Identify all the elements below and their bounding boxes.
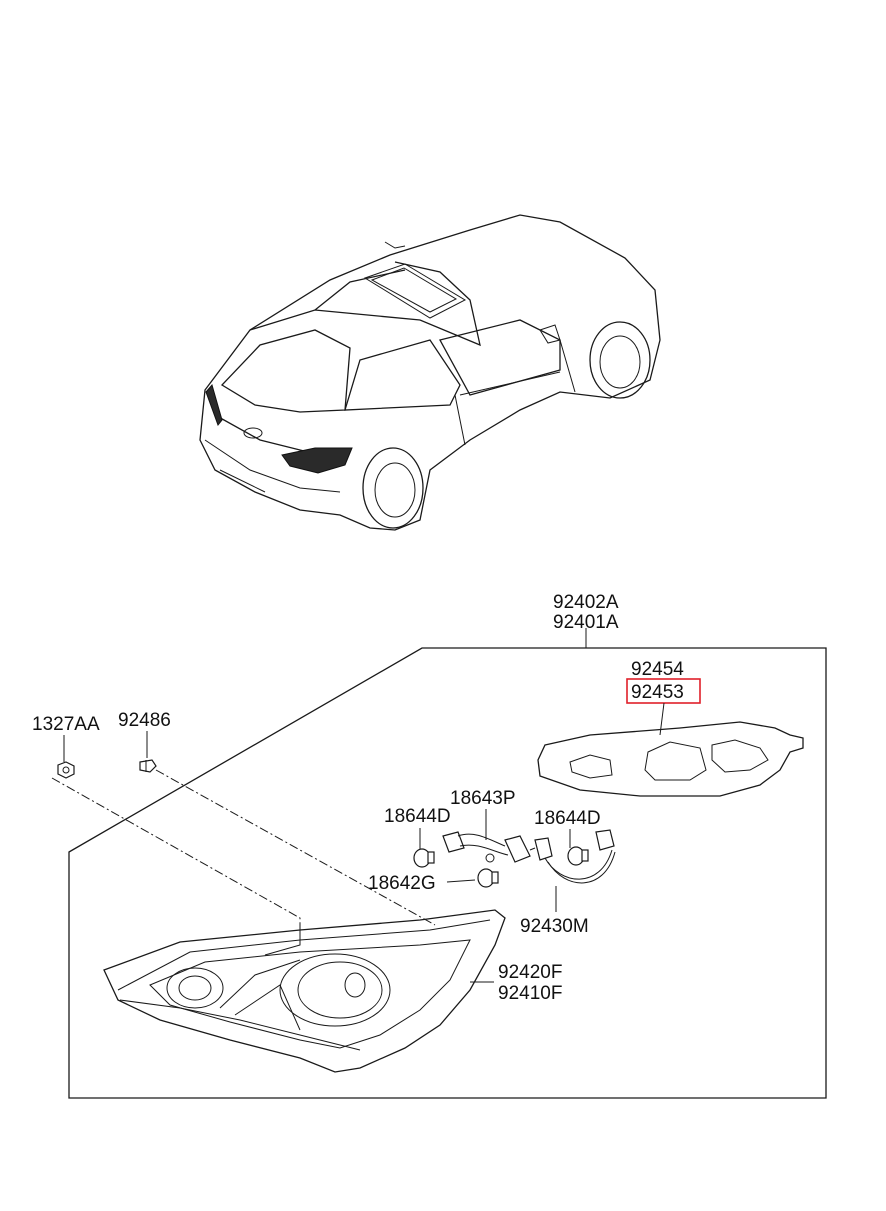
label-92410F: 92410F bbox=[498, 983, 562, 1004]
label-1327AA: 1327AA bbox=[32, 714, 100, 735]
hex-nut-icon bbox=[57, 761, 75, 779]
label-18644D-left: 18644D bbox=[384, 806, 451, 827]
label-18644D-right: 18644D bbox=[534, 808, 601, 829]
tail-lamp-right-icon bbox=[281, 447, 353, 474]
wiring-harness-icon bbox=[442, 829, 616, 884]
label-92486: 92486 bbox=[118, 710, 171, 731]
label-92401A: 92401A bbox=[553, 612, 619, 633]
label-92402A: 92402A bbox=[553, 592, 619, 613]
car-rear-three-quarter-icon bbox=[199, 214, 661, 531]
label-18642G: 18642G bbox=[368, 873, 436, 894]
assembly-frame bbox=[68, 647, 827, 1099]
label-92454: 92454 bbox=[631, 659, 684, 680]
bulb-icon bbox=[413, 846, 589, 888]
tail-lamp-icon bbox=[103, 909, 506, 1073]
label-92453: 92453 bbox=[631, 682, 684, 703]
label-92430M: 92430M bbox=[520, 916, 589, 937]
gasket-icon bbox=[537, 721, 804, 797]
bulb-small-leader bbox=[446, 879, 476, 883]
nut-alignment-line bbox=[51, 777, 301, 925]
clip-alignment-line bbox=[155, 769, 436, 926]
label-18643P: 18643P bbox=[450, 788, 516, 809]
gasket-leader bbox=[659, 702, 665, 736]
tail-lamp-left-icon bbox=[205, 383, 223, 427]
clip-icon bbox=[139, 759, 157, 773]
label-92420F: 92420F bbox=[498, 962, 562, 983]
